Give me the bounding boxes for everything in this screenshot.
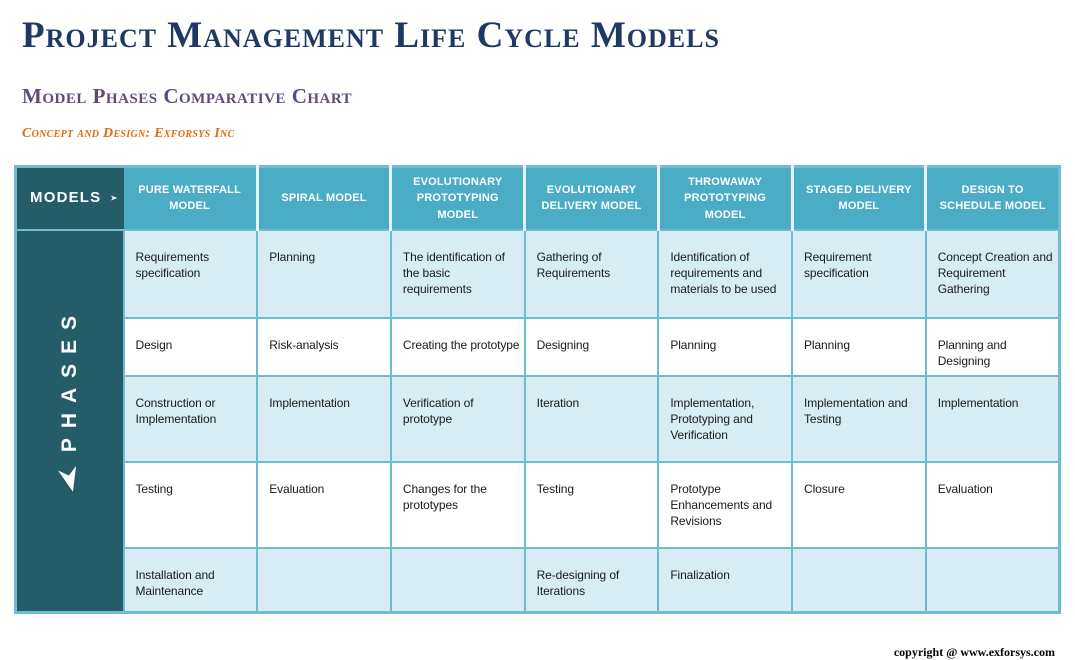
table-cell: Re-designing of Iterations xyxy=(523,547,660,614)
table-cell: Implementation and Testing xyxy=(791,375,927,464)
models-axis-arrow-icon xyxy=(111,195,118,201)
table-cell: Implementation, Prototyping and Verifica… xyxy=(657,375,794,464)
table-cell: Evaluation xyxy=(924,461,1061,550)
table-cell xyxy=(256,547,392,614)
table-cell: Construction or Implementation xyxy=(122,375,259,464)
page-subtitle: Model Phases Comparative Chart xyxy=(22,83,353,108)
column-header: EVOLUTIONARY PROTOTYPING MODEL xyxy=(389,165,526,232)
table-cell: Planning xyxy=(791,317,927,378)
table-cell xyxy=(389,547,526,614)
column-header: STAGED DELIVERY MODEL xyxy=(790,165,927,232)
table-cell: The identification of the basic requirem… xyxy=(389,229,526,320)
table-cell: Creating the prototype xyxy=(389,317,526,378)
table-cell: Designing xyxy=(523,317,660,378)
table-cell: Concept Creation and Requirement Gatheri… xyxy=(924,229,1061,320)
phases-axis-label: PHASES xyxy=(57,306,81,453)
column-header: PURE WATERFALL MODEL xyxy=(123,165,259,232)
table-cell: Verification of prototype xyxy=(389,375,526,464)
table-cell: Evaluation xyxy=(256,461,392,550)
table-cell: Closure xyxy=(791,461,927,550)
column-header: THROWAWAY PROTOTYPING MODEL xyxy=(656,165,794,232)
models-axis-label: MODELS xyxy=(30,189,102,207)
page-title: Project Management Life Cycle Models xyxy=(22,15,720,56)
table-cell: Identification of requirements and mater… xyxy=(657,229,794,320)
table-cell: Gathering of Requirements xyxy=(523,229,660,320)
column-header: SPIRAL MODEL xyxy=(255,165,392,232)
table-cell: Planning xyxy=(657,317,794,378)
table-cell: Requirements specification xyxy=(122,229,259,320)
table-cell: Changes for the prototypes xyxy=(389,461,526,550)
table-cell: Iteration xyxy=(523,375,660,464)
table-cell: Implementation xyxy=(924,375,1061,464)
table-cell: Finalization xyxy=(657,547,794,614)
table-row: Installation and Maintenance Re-designing… xyxy=(16,547,1061,614)
copyright-text: copyright @ www.exforsys.com xyxy=(893,645,1055,659)
table-cell: Requirement specification xyxy=(791,229,927,320)
phases-axis-header: PHASES xyxy=(14,229,125,614)
table-cell: Implementation xyxy=(256,375,392,464)
table-cell: Testing xyxy=(523,461,660,550)
credit-line: Concept and Design: Exforsys Inc xyxy=(22,125,235,141)
models-axis-header: MODELS xyxy=(15,165,124,232)
table-cell xyxy=(791,547,927,614)
table-cell xyxy=(924,547,1061,614)
column-header: EVOLUTIONARY DELIVERY MODEL xyxy=(523,165,660,232)
table-cell: Planning xyxy=(256,229,392,320)
phases-axis-arrow-icon xyxy=(57,465,76,492)
table-cell: Planning and Designing xyxy=(924,317,1061,378)
table-cell: Design xyxy=(122,317,259,378)
table-cell: Testing xyxy=(122,461,259,550)
table-cell: Risk-analysis xyxy=(256,317,392,378)
table-cell: Installation and Maintenance xyxy=(122,547,259,614)
table-cell: Prototype Enhancements and Revisions xyxy=(657,461,794,550)
column-header: DESIGN TO SCHEDULE MODEL xyxy=(924,165,1061,232)
